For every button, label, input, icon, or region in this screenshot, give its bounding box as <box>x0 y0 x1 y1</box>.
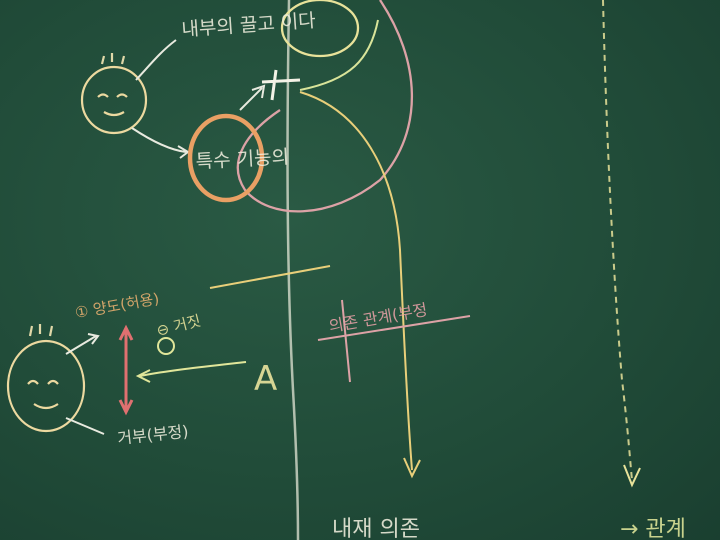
smiley-face-icon-bottom <box>6 324 86 433</box>
white-small-circle <box>157 337 176 355</box>
yellow-link-curve <box>299 19 379 91</box>
arrow-from-a <box>135 361 247 383</box>
smiley-face-icon-top <box>80 53 148 135</box>
pink-fraction-bar <box>317 315 471 341</box>
vertical-divider-line <box>286 0 300 540</box>
arrow-lower-branch <box>65 417 105 435</box>
dashed-vertical-line <box>602 0 633 481</box>
arrow-upper-branch <box>65 333 100 355</box>
middle-node-circle <box>187 113 265 203</box>
orange-down-curve <box>299 91 421 479</box>
arrow-to-middle-node <box>131 127 190 159</box>
top-node-circle <box>280 0 360 58</box>
red-double-arrow <box>118 324 134 416</box>
arrow-to-top-node <box>135 39 177 81</box>
pink-vertical-mark <box>341 299 351 383</box>
left-positive-label: ① 양도(허용) <box>74 289 161 322</box>
middle-node-label: 특수 기능의 <box>195 146 289 173</box>
large-pink-loop <box>236 0 414 213</box>
left-negative-label: ⊖ 거짓 <box>155 312 203 340</box>
letter-a-label: A <box>254 359 277 399</box>
left-bottom-label: 거부(부정) <box>116 422 189 448</box>
bottom-text-left: 내재 의존 <box>332 517 420 540</box>
bottom-text-right: → 관계 <box>620 517 686 540</box>
orange-underline <box>209 265 331 289</box>
top-node-label: 내부의 끌고 이다 <box>181 10 317 41</box>
white-cross-mark <box>261 69 301 101</box>
up-arrow <box>239 84 266 111</box>
dashed-arrowhead <box>623 464 641 488</box>
